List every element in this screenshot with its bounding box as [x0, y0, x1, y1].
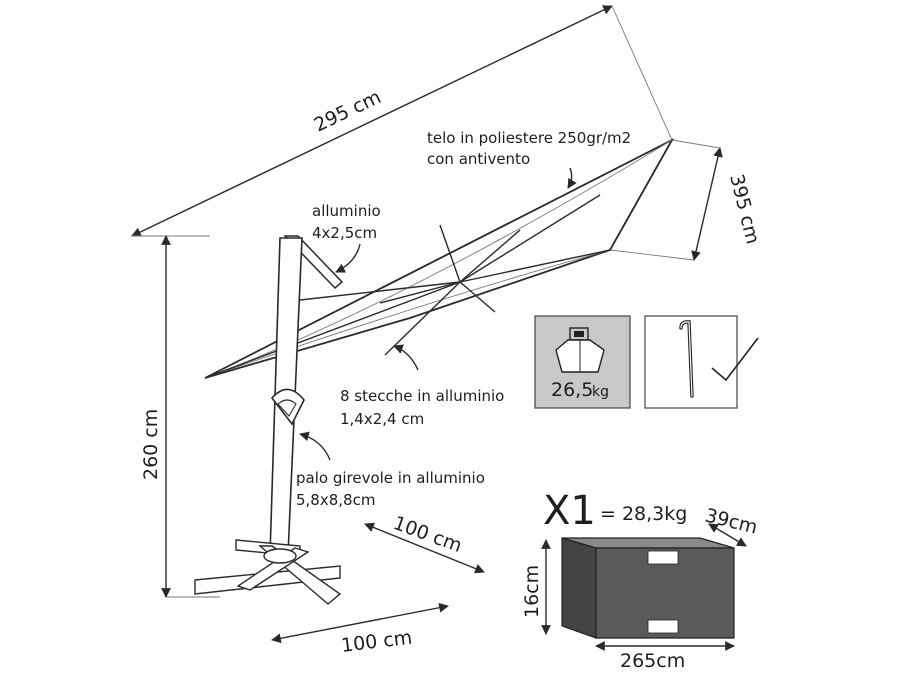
height-label: 260 cm [140, 409, 162, 480]
base-side-label: 100 cm [390, 512, 464, 557]
arm-callout-arrow [335, 243, 361, 273]
box-depth-label: 39cm [703, 505, 760, 539]
width-extension-bottom [609, 249, 695, 261]
arm-note-line1: alluminio [312, 202, 381, 220]
box-label-bottom [647, 619, 679, 634]
box-length-label: 265cm [620, 650, 685, 672]
length-arrow [131, 5, 613, 237]
pole-note-line2: 5,8x8,8cm [296, 491, 375, 509]
check-mark-icon [711, 337, 759, 382]
arm-note-line2: 4x2,5cm [312, 224, 377, 242]
width-extension-top [671, 139, 721, 149]
box-front-face [595, 547, 735, 639]
base-front-label: 100 cm [340, 626, 413, 657]
base-dimensions: 100 cm 100 cm [271, 512, 485, 657]
length-extension-right [611, 5, 673, 141]
box-label-top [647, 550, 679, 565]
package-count: X1 [543, 488, 596, 534]
canopy-callout-arrow [567, 167, 577, 189]
width-arrow [691, 147, 723, 261]
umbrella-canopy [204, 137, 675, 379]
canopy-fold [204, 139, 673, 379]
height-dimension: 260 cm [140, 235, 220, 598]
callout-arrows [299, 167, 577, 461]
package-weight: = 28,3kg [600, 503, 687, 525]
box-height-label: 16cm [521, 565, 543, 618]
box-depth-arrow [708, 523, 747, 547]
ribs-note-line1: 8 stecche in alluminio [340, 387, 504, 405]
pole-handle [270, 388, 305, 426]
canopy-ribs [204, 194, 611, 379]
pole-callout-arrow [299, 431, 331, 461]
canopy-lower-edge [204, 249, 611, 379]
package-box: X1 = 28,3kg 39cm 16cm 265cm [521, 488, 760, 672]
canopy-note-line2: con antivento [427, 150, 530, 168]
weight-bag-icon [555, 327, 605, 373]
allen-key-panel [644, 315, 759, 409]
umbrella-frame [269, 235, 344, 556]
length-label: 295 cm [311, 86, 385, 137]
ribs-note-line2: 1,4x2,4 cm [340, 410, 424, 428]
base-side-arrow [364, 522, 485, 574]
weight-unit: kg [592, 384, 609, 400]
component-notes: telo in poliestere 250gr/m2 con antivent… [296, 129, 631, 509]
handle-slot [277, 399, 297, 417]
cross-base [194, 539, 342, 605]
box-side-face [561, 537, 597, 639]
ribs-callout-arrow [393, 344, 419, 371]
canopy-note-line1: telo in poliestere 250gr/m2 [427, 129, 631, 147]
width-label: 395 cm [725, 172, 764, 246]
weight-value: 26,5 [551, 379, 593, 401]
base-weight-panel: 26,5 kg [534, 315, 631, 409]
pole-note-line1: palo girevole in alluminio [296, 469, 485, 487]
base-front-arrow [271, 602, 449, 644]
